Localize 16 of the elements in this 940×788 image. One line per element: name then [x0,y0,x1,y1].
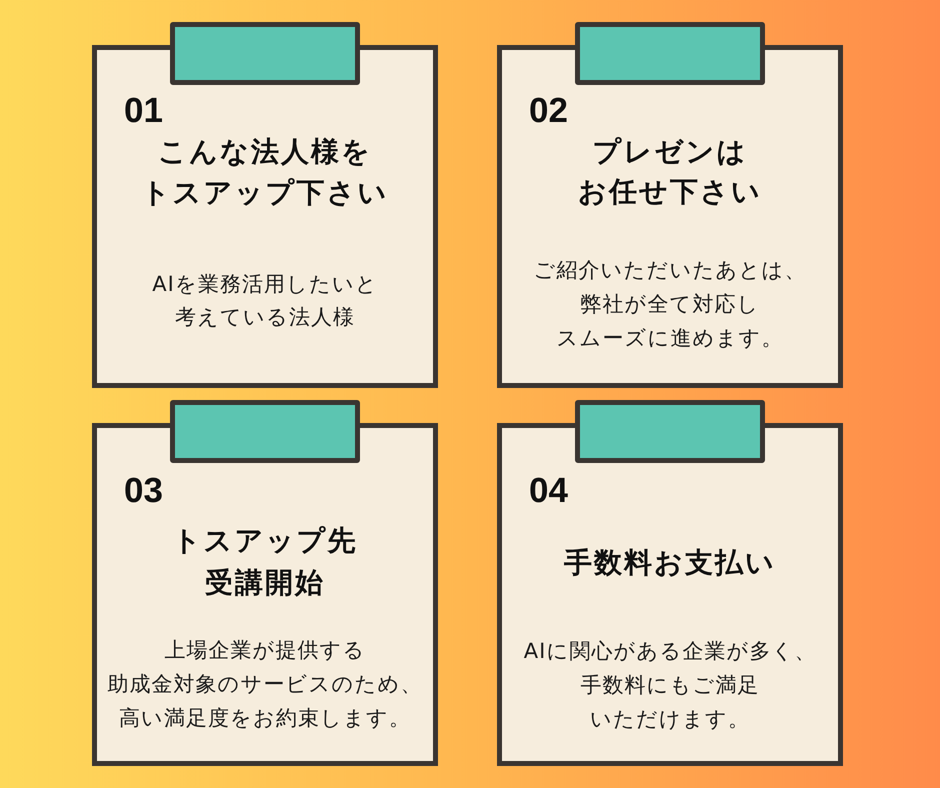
step-number: 01 [124,93,163,128]
note-card [497,45,843,388]
card-title: プレゼンはお任せ下さい [578,134,762,210]
note-card [497,423,843,766]
note-card [92,423,438,766]
note-card [92,45,438,388]
step-number: 02 [529,93,568,128]
step-number: 04 [529,473,568,508]
card-text: ご紹介いただいたあとは、弊社が全て対応しスムーズに進めます。 [534,257,806,352]
card-title: こんな法人様をトスアップ下さい [142,134,388,211]
card-text: AIに関心がある企業が多く、手数料にもご満足いただけます。 [524,638,816,733]
card-title: 手数料お支払い [564,545,776,581]
card-title: トスアップ先受講開始 [172,523,358,601]
card-text: AIを業務活用したいと考えている法人様 [152,271,378,331]
step-number: 03 [124,473,163,508]
card-text: 上場企業が提供する助成金対象のサービスのため、高い満足度をお約束します。 [108,637,422,732]
